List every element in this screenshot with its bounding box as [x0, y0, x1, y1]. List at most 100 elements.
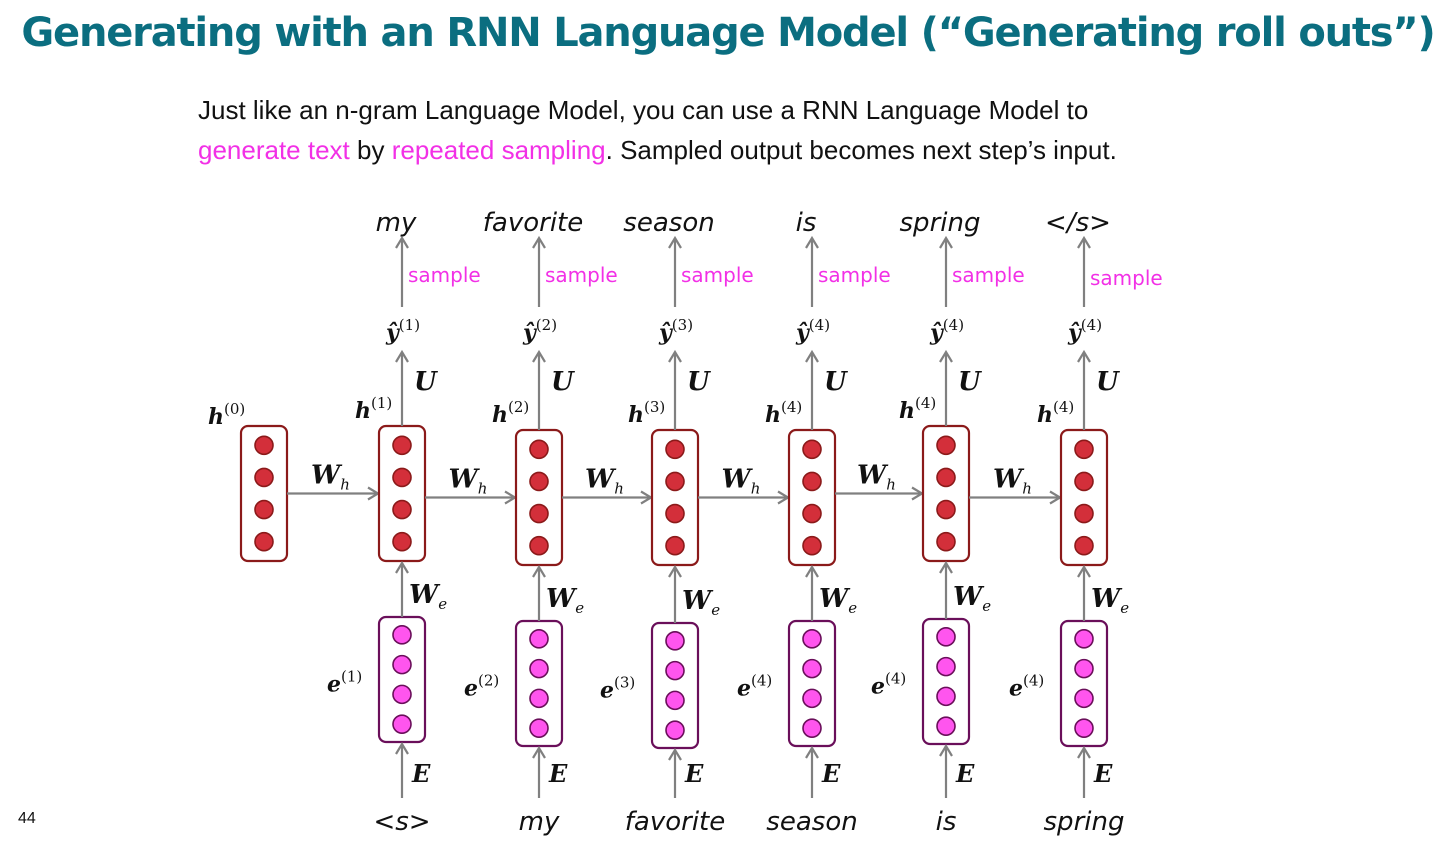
subtitle-text: by — [349, 135, 392, 165]
hidden-unit-dot — [529, 471, 549, 492]
wh-label: Wh — [311, 461, 350, 494]
h0-label: h(0) — [208, 400, 245, 430]
input-word: favorite — [625, 807, 725, 837]
output-distribution-label: ŷ(2) — [522, 316, 557, 346]
output-distribution-label: ŷ(3) — [658, 316, 693, 346]
input-word: is — [936, 807, 957, 837]
embedding-unit-dot — [529, 688, 549, 709]
wh-label: Wh — [857, 461, 896, 494]
embedding-label: e(4) — [871, 670, 906, 700]
hidden-unit-dot — [802, 439, 822, 460]
input-word: my — [519, 807, 560, 837]
embedding-unit-dot — [1074, 718, 1094, 738]
embedding-unit-dot — [936, 627, 956, 647]
embedding-label: e(4) — [737, 672, 772, 702]
hidden-unit-dot — [665, 471, 685, 492]
embedding-label-superscript: (3) — [614, 674, 635, 692]
u-label-base: U — [687, 367, 711, 397]
we-label-base: W — [819, 584, 851, 614]
hidden-state-label-superscript: (3) — [644, 398, 665, 416]
embedding-unit-dot — [936, 656, 956, 677]
embedding-unit-dot — [665, 690, 685, 711]
highlight-repeated-sampling: repeated sampling — [391, 135, 606, 165]
hidden-state-label-superscript: (4) — [915, 394, 936, 412]
e-matrix-label-base: E — [821, 759, 841, 788]
hidden-state-label: h(4) — [765, 398, 802, 428]
embedding-unit-dot — [665, 660, 685, 681]
embedding-label-superscript: (4) — [885, 670, 906, 688]
hidden-unit-dot — [254, 531, 274, 552]
we-label-subscript: e — [982, 597, 991, 615]
wh-label: Wh — [722, 465, 761, 498]
hidden-unit-dot — [665, 503, 685, 524]
embedding-unit-dot — [529, 658, 549, 679]
slide-subtitle: Just like an n-gram Language Model, you … — [198, 90, 1117, 170]
hidden-unit-dot — [254, 499, 274, 520]
wh-label-subscript: h — [478, 480, 488, 498]
e-matrix-label-base: E — [955, 759, 975, 788]
embedding-unit-dot — [529, 718, 549, 738]
embedding-unit-dot — [529, 629, 549, 649]
wh-label-subscript: h — [751, 480, 761, 498]
y-hat-symbol: ŷ — [929, 320, 945, 346]
y-hat-symbol: ŷ — [795, 320, 811, 346]
highlight-generate-text: generate text — [198, 135, 350, 165]
wh-label-subscript: h — [614, 480, 624, 498]
hidden-state-label: h(4) — [1037, 398, 1074, 428]
wh-label-base: W — [311, 461, 343, 491]
hidden-unit-dot — [802, 471, 822, 492]
hidden-state-label-base: h — [355, 398, 371, 424]
we-label-base: W — [953, 582, 985, 612]
hidden-unit-dot — [529, 535, 549, 556]
hidden-unit-dot — [665, 535, 685, 556]
subtitle-line-1: Just like an n-gram Language Model, you … — [198, 95, 1089, 125]
embedding-label: e(4) — [1009, 672, 1044, 702]
sample-label: sample — [952, 263, 1025, 287]
slide-title: Generating with an RNN Language Model (“… — [21, 10, 1435, 56]
embedding-label-base: e — [600, 678, 614, 704]
we-label-subscript: e — [575, 599, 584, 617]
e-matrix-label: E — [1093, 759, 1113, 788]
hidden-unit-dot — [392, 499, 412, 520]
u-label: U — [551, 367, 575, 397]
embedding-unit-dot — [392, 714, 412, 734]
we-label: We — [409, 580, 447, 613]
embedding-unit-dot — [1074, 688, 1094, 709]
hidden-state-label-base: h — [628, 402, 644, 428]
u-label: U — [958, 367, 982, 397]
we-label-base: W — [1091, 584, 1123, 614]
hidden-state-label: h(2) — [492, 398, 529, 428]
we-label-subscript: e — [848, 599, 857, 617]
wh-label-base: W — [857, 461, 889, 491]
wh-label: Wh — [449, 465, 488, 498]
hidden-unit-dot — [529, 439, 549, 460]
subtitle-text: . Sampled output becomes next step’s inp… — [605, 135, 1117, 165]
hidden-state-label-superscript: (4) — [781, 398, 802, 416]
input-word: season — [766, 807, 857, 837]
wh-label: Wh — [585, 465, 624, 498]
hidden-unit-dot — [392, 435, 412, 456]
sample-label: sample — [545, 263, 618, 287]
hidden-state-label: h(3) — [628, 398, 665, 428]
e-matrix-label: E — [684, 759, 704, 788]
output-word: my — [376, 208, 417, 238]
hidden-unit-dot — [1074, 535, 1094, 556]
hidden-unit-dot — [1074, 503, 1094, 524]
embedding-label: e(1) — [327, 668, 362, 698]
hidden-state-label-superscript: (2) — [508, 398, 529, 416]
input-word: <s> — [373, 807, 430, 837]
e-matrix-label-base: E — [548, 759, 568, 788]
we-label: We — [682, 586, 720, 619]
u-label: U — [687, 367, 711, 397]
subtitle-line-2: generate text by repeated sampling. Samp… — [198, 130, 1117, 170]
embedding-unit-dot — [392, 684, 412, 705]
embedding-unit-dot — [802, 658, 822, 679]
hidden-state-label: h(4) — [899, 394, 936, 424]
input-word: spring — [1044, 807, 1125, 837]
u-label: U — [414, 367, 438, 397]
e-matrix-label-base: E — [411, 759, 431, 788]
sample-label: sample — [818, 263, 891, 287]
embedding-label: e(3) — [600, 674, 635, 704]
hidden-unit-dot — [392, 467, 412, 488]
wh-label-base: W — [585, 465, 617, 495]
